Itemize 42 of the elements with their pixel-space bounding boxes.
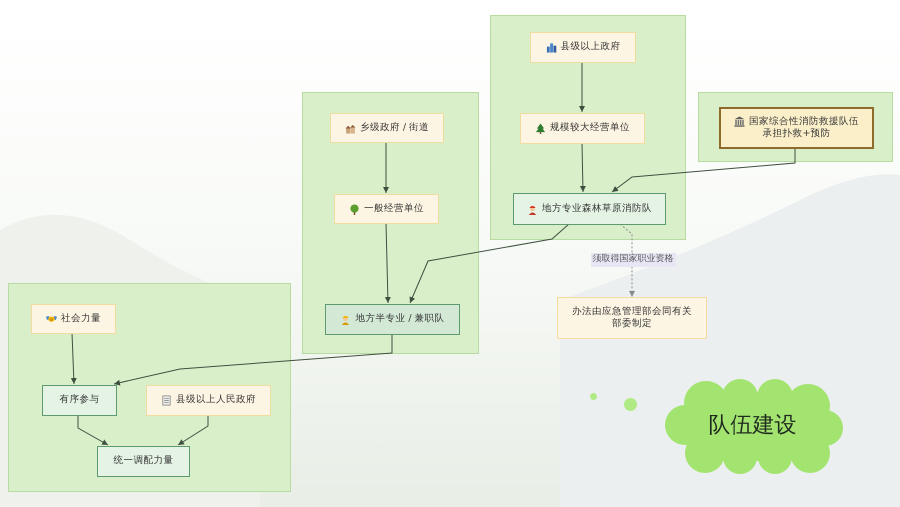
arrow bbox=[78, 414, 108, 446]
node-text: 社会力量 bbox=[61, 312, 101, 326]
process-box bbox=[530, 32, 636, 63]
process-box bbox=[719, 107, 874, 149]
cloud-title: 队伍建设 bbox=[708, 412, 796, 440]
node-text: 地方专业森林草原消防队 bbox=[542, 202, 652, 216]
process-box bbox=[42, 385, 117, 416]
dashed-arrow bbox=[620, 224, 635, 298]
group-panel bbox=[490, 15, 686, 240]
arrow bbox=[580, 142, 586, 192]
arrow bbox=[383, 142, 389, 194]
node-text: 乡级政府 / 街道 bbox=[360, 122, 430, 134]
group-panel bbox=[8, 283, 291, 492]
node-text: 地方半专业 / 兼职队 bbox=[355, 313, 445, 326]
node-text: 统一调配力量 bbox=[114, 455, 174, 468]
node-text: 国家综合性消防救援队伍 bbox=[749, 116, 859, 128]
arrow bbox=[384, 222, 391, 304]
node-text: 承担扑救+预防 bbox=[762, 128, 830, 140]
process-box bbox=[31, 304, 116, 334]
process-box bbox=[146, 385, 271, 416]
node-text: 有序参与 bbox=[60, 394, 100, 407]
process-box bbox=[513, 193, 666, 225]
arrow bbox=[70, 332, 77, 384]
node-text: 办法由应急管理部会同有关部委制定 bbox=[571, 306, 693, 330]
process-box bbox=[520, 113, 645, 144]
process-box bbox=[557, 297, 707, 339]
process-box bbox=[325, 304, 460, 335]
arrow bbox=[579, 62, 585, 112]
edge-label: 须取得国家职业资格 bbox=[590, 253, 676, 267]
node-text: 县级以上政府 bbox=[560, 41, 620, 54]
node-text: 规模较大经营单位 bbox=[550, 122, 630, 135]
group-panel bbox=[302, 92, 479, 354]
arrow bbox=[114, 334, 392, 386]
arrow bbox=[612, 148, 796, 192]
node-text: 县级以上人民政府 bbox=[176, 394, 256, 407]
group-panel bbox=[698, 92, 893, 162]
arrow bbox=[178, 414, 208, 446]
process-box bbox=[97, 446, 190, 477]
node-text: 一般经营单位 bbox=[364, 202, 424, 216]
arrow bbox=[410, 224, 570, 304]
process-box bbox=[330, 113, 444, 143]
process-box bbox=[334, 194, 439, 224]
